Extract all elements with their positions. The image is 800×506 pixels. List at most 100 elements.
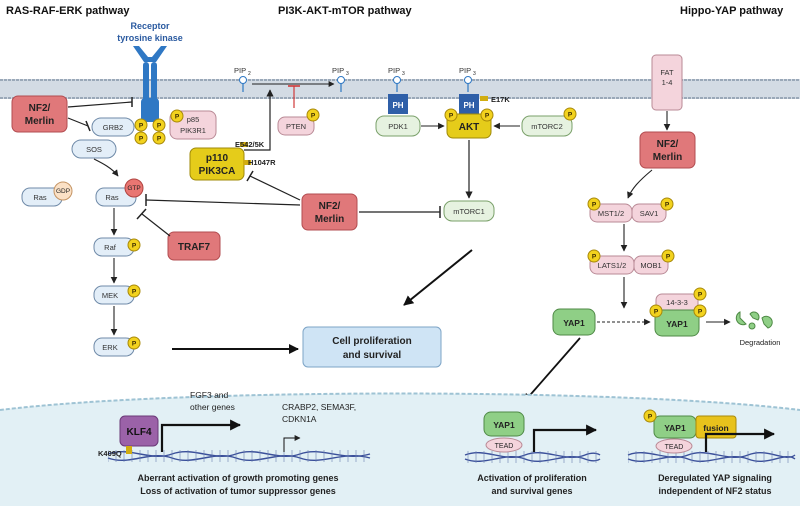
yap1-nuc-label: YAP1 [493,420,515,430]
cell-proliferation-box: Cell proliferation and survival [302,326,442,368]
header-hippo-pathway: Hippo-YAP pathway [680,5,784,17]
svg-text:P: P [132,341,137,348]
tead-mid-label: TEAD [495,443,514,450]
svg-text:P: P [665,202,670,209]
caption-right-line1: Deregulated YAP signaling [658,473,772,483]
yap1-cyto-label: YAP1 [563,318,585,328]
caption-left-line1: Aberrant activation of growth promoting … [137,473,338,483]
sav1-node: SAV1 [631,203,667,223]
pten-phospho-site [306,108,320,122]
yap1-nucleus-node: YAP1 [483,411,525,437]
arrow-suppressor-genes [283,435,301,452]
mutation-marker-k409q [126,446,132,454]
sos-label: SOS [86,145,102,154]
nf2-merlin-left: NF2/ Merlin [11,95,68,133]
p1433-node: 14-3-3 [655,293,699,311]
arrow-mtorc1-to-proliferation [403,249,473,306]
p110-line2: PIK3CA [199,166,236,177]
svg-text:P: P [139,123,144,130]
p85-line1: p85 [187,115,200,124]
pdk1-node: PDK1 [375,115,421,137]
pip2-label: PIP [234,66,246,75]
svg-text:P: P [568,112,573,119]
svg-text:3: 3 [473,71,476,77]
svg-text:P: P [449,113,454,120]
mutation-h1047: H1047R [248,158,276,167]
nf2-center-line1: NF2/ [319,201,341,212]
receptor-tyrosine-kinase [133,46,167,122]
nf2-left-line2: Merlin [25,116,54,127]
nf2-merlin-right: NF2/ Merlin [639,131,696,169]
grb2-node: GRB2 [91,117,135,137]
mob1-phospho [661,249,675,263]
gtp-badge [124,178,144,198]
nucleus [0,392,800,506]
header-pi3k-pathway: PI3K-AKT-mTOR pathway [278,5,413,17]
svg-text:P: P [132,243,137,250]
yap1-node-cytoplasm: YAP1 [552,308,596,336]
rtk-label-line2: tyrosine kinase [117,33,183,43]
dna-strand-left [107,450,371,462]
yap1-fusion-label: YAP1 [664,423,686,433]
svg-text:P: P [648,414,653,421]
dna-strand-middle [464,451,601,463]
svg-text:P: P [654,309,659,316]
tead-node-right: TEAD [655,438,693,454]
svg-text:P: P [592,254,597,261]
erk-label: ERK [102,343,117,352]
caption-mid-line2: and survival genes [491,486,572,496]
svg-text:P: P [698,292,703,299]
pten-node: PTEN [277,116,315,136]
p110-pik3ca-node: p110 PIK3CA [189,147,245,181]
fusion-phospho [643,409,657,423]
traf7-label: TRAF7 [178,242,211,253]
dna-strand-right [627,451,796,463]
pip3-label-3: PIP [459,66,471,75]
sos-node: SOS [71,139,117,159]
raf-phospho [127,238,141,252]
ras-gtp-label: Ras [105,193,119,202]
p1433-label: 14-3-3 [666,298,688,307]
proliferation-line2: and survival [343,350,402,361]
fat-line1: FAT [660,68,674,77]
mst-label: MST1/2 [598,209,624,218]
pip3-lipid-3 [464,76,472,92]
pip2-lipid [239,76,247,92]
ras-gdp-label: Ras [33,193,47,202]
svg-text:3: 3 [402,71,405,77]
ph-domain-pdk1: PH [388,94,408,114]
sav1-label: SAV1 [640,209,659,218]
mtorc1-node: mTORC1 [443,200,495,222]
svg-text:P: P [592,202,597,209]
yap-phospho-2 [693,304,707,318]
pip2-subscript: 2 [248,71,251,77]
svg-text:P: P [139,136,144,143]
akt-label: AKT [459,122,480,133]
crabp-line1: CRABP2, SEMA3F, [282,402,356,412]
fat-line2: 1-4 [662,78,673,87]
nf2-inhibits-pi3k [249,175,301,201]
svg-text:PH: PH [463,101,474,110]
pten-label: PTEN [286,122,306,131]
rtk-phospho-sites: P P P P [134,118,166,145]
nf2-left-line1: NF2/ [29,103,51,114]
nf2-inhibits-rtk [67,101,133,108]
svg-text:PH: PH [392,101,403,110]
nf2-right-line2: Merlin [653,152,682,163]
mutation-marker-e17k [480,96,488,101]
yap1-node-phosphorylated: YAP1 [654,309,700,337]
gtp-label: GTP [127,185,140,192]
lats-label: LATS1/2 [598,261,627,270]
mst-phospho [587,197,601,211]
arrow-klf4-activation [160,419,242,452]
mutation-e542: E542/5K [235,140,265,149]
degradation-icon [735,311,773,330]
mutation-k409q: K409Q [98,449,122,458]
pdk1-label: PDK1 [388,122,408,131]
mutation-marker-h1047 [243,160,251,165]
fusion-label: fusion [703,423,729,433]
header-ras-pathway: RAS-RAF-ERK pathway [6,5,130,17]
svg-text:P: P [666,254,671,261]
crabp-line2: CDKN1A [282,414,317,424]
